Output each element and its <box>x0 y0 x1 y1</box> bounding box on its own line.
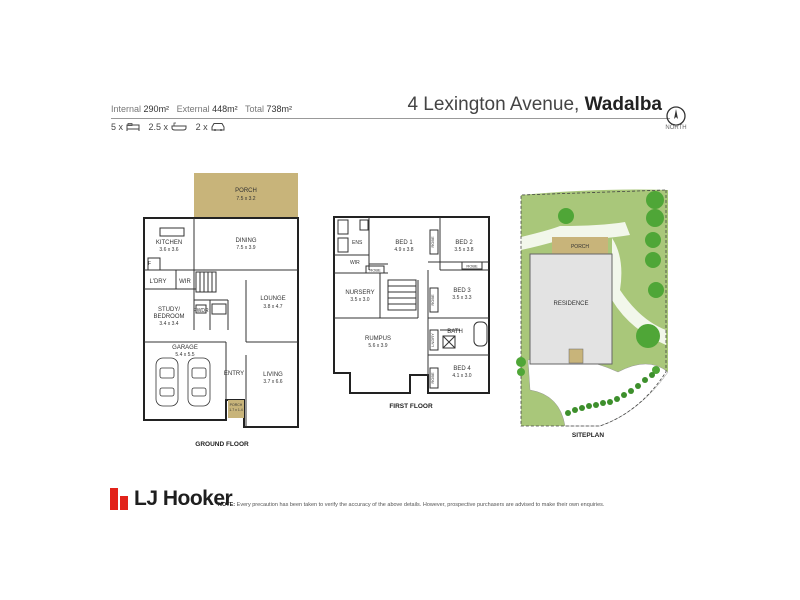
powder-room-label: PWDR <box>193 308 209 314</box>
siteplan-caption: SITEPLAN <box>572 432 604 439</box>
trees <box>516 191 664 376</box>
hedge <box>565 372 655 416</box>
wir-ground-label: WIR <box>179 279 191 285</box>
bed-icon <box>126 122 140 133</box>
garage-size: 5.4 x 5.5 <box>175 352 194 358</box>
note-text: Every precaution has been taken to verif… <box>236 502 605 508</box>
bath-icon <box>171 122 187 133</box>
fridge-label: F <box>148 261 151 267</box>
robe-label-bed3: ROBE <box>430 294 435 306</box>
bed3-size: 3.5 x 3.3 <box>452 295 471 301</box>
disclaimer-note: NOTE: Every precaution has been taken to… <box>218 502 604 508</box>
external-value: 448m² <box>212 104 238 114</box>
rumpus-size: 5.6 x 3.9 <box>368 343 387 349</box>
robe-label-bed4: ROBE <box>430 372 435 384</box>
robe-label-bed2-side: ROBE <box>430 236 435 248</box>
bed4-size: 4.1 x 3.0 <box>452 373 471 379</box>
ensuite-label: ENS <box>352 240 363 246</box>
lj-hooker-logo-mark-icon <box>110 488 128 510</box>
nursery-name: NURSERY <box>345 290 374 296</box>
study-name-line1: STUDY/ <box>158 307 180 313</box>
bathroom-count: 2.5 x <box>148 122 169 132</box>
porch-small-name: PORCH <box>230 403 243 407</box>
car-count: 2 x <box>195 122 208 132</box>
robe-label-bed2: ROBE <box>466 264 478 269</box>
porch-top-name: PORCH <box>235 188 257 194</box>
internal-value: 290m² <box>143 104 170 114</box>
car-icon <box>211 122 225 133</box>
porch-top-area <box>194 173 298 218</box>
garden-path <box>612 238 666 345</box>
living-size: 3.7 x 6.6 <box>263 379 282 385</box>
bed2-size: 3.5 x 3.8 <box>454 247 473 253</box>
laundry-label: L'DRY <box>149 279 166 285</box>
feature-counts: 5 x 2.5 x 2 x <box>111 122 231 133</box>
first-floor-caption: FIRST FLOOR <box>389 403 433 410</box>
header-bar: Internal 290m² External 448m² Total 738m… <box>111 94 670 119</box>
external-label: External <box>176 104 210 114</box>
living-name: LIVING <box>263 372 283 378</box>
bed1-name: BED 1 <box>395 240 413 246</box>
bath-label: BATH <box>447 329 463 335</box>
brand-name: LJ Hooker <box>134 487 233 510</box>
address-title: 4 Lexington Avenue, Wadalba <box>407 94 662 116</box>
porch-small-area <box>228 400 244 418</box>
residence-footprint <box>529 253 613 365</box>
north-label: NORTH <box>665 125 687 131</box>
study-size: 3.4 x 3.4 <box>159 321 178 327</box>
note-label: NOTE: <box>218 502 236 508</box>
side-path <box>521 222 630 250</box>
porch-small-size: 1.7 x 1.4 <box>229 408 242 412</box>
garage-name: GARAGE <box>172 345 198 351</box>
lj-hooker-logo: LJ Hooker <box>110 487 233 511</box>
wir-first-label: WIR <box>350 260 360 266</box>
siteplan-porch-label: PORCH <box>571 244 589 250</box>
robe-label-bed1: ROBE <box>369 268 381 273</box>
laundry-first-label: LNDRY <box>430 333 435 347</box>
bedroom-count: 5 x <box>111 122 124 132</box>
siteplan-porch-area <box>552 237 608 254</box>
kitchen-name: KITCHEN <box>156 240 182 246</box>
residence-entry-porch <box>568 348 584 364</box>
residence-label: RESIDENCE <box>553 301 588 307</box>
ground-floor-caption: GROUND FLOOR <box>195 441 249 448</box>
total-value: 738m² <box>266 104 293 114</box>
entry-label: ENTRY <box>224 371 244 377</box>
address-suburb: Wadalba <box>584 94 662 115</box>
bed1-size: 4.9 x 3.8 <box>394 247 413 253</box>
bed3-name: BED 3 <box>453 288 471 294</box>
bed2-name: BED 2 <box>455 240 473 246</box>
kitchen-size: 3.6 x 3.6 <box>159 247 178 253</box>
porch-top-size: 7.5 x 3.2 <box>236 196 255 202</box>
lounge-name: LOUNGE <box>260 296 285 302</box>
nursery-size: 3.5 x 3.0 <box>350 297 369 303</box>
address-street: 4 Lexington Avenue, <box>407 94 580 115</box>
north-arrow-icon <box>664 104 688 136</box>
garage-cars <box>155 357 211 407</box>
lounge-size: 3.8 x 4.7 <box>263 304 282 310</box>
internal-label: Internal <box>111 104 142 114</box>
area-stats: Internal 290m² External 448m² Total 738m… <box>111 104 292 114</box>
total-label: Total <box>244 104 264 114</box>
ground-floor-plan: PORCH 7.5 x 3.2 KITCHEN 3.6 x 3.6 DINING… <box>143 173 299 448</box>
first-floor-plan: ENS BED 1 4.9 x 3.8 BED 2 3.5 x 3.8 WIR … <box>333 216 490 410</box>
dining-size: 7.5 x 3.9 <box>236 245 255 251</box>
dining-name: DINING <box>236 238 257 244</box>
rumpus-name: RUMPUS <box>365 336 391 342</box>
siteplan: PORCH RESIDENCE SITEPLAN <box>516 189 669 439</box>
study-name-line2: BEDROOM <box>153 314 184 320</box>
bed4-name: BED 4 <box>453 366 471 372</box>
